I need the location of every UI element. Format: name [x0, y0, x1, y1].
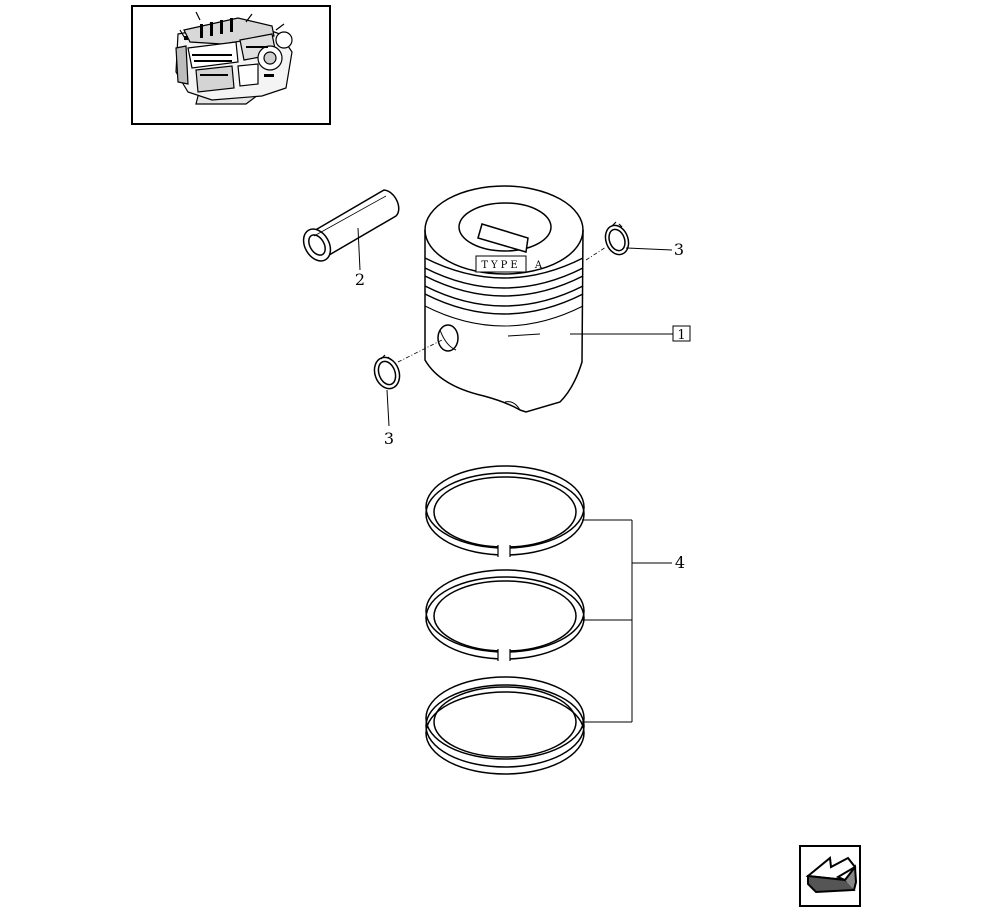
- engine-icon: [175, 11, 293, 105]
- leader-line-pin: [357, 227, 361, 271]
- circlip-right: [604, 221, 630, 256]
- callout-circlip-right: 3: [674, 240, 684, 259]
- piston-ring-top: [425, 465, 585, 558]
- leader-bracket-rings: [582, 519, 672, 723]
- axis-line-left: [397, 339, 443, 363]
- piston-pin: [302, 189, 400, 262]
- callout-piston-box: [672, 325, 691, 342]
- type-label: TYPE: [481, 260, 520, 271]
- leader-line-circlip-right: [625, 247, 673, 251]
- arrow-back-icon: [805, 856, 858, 894]
- type-badge: [475, 255, 527, 273]
- callout-rings: 4: [675, 553, 685, 572]
- axis-line-right: [585, 246, 607, 261]
- piston: [424, 185, 584, 413]
- nav-back-button[interactable]: [799, 845, 861, 907]
- engine-thumbnail[interactable]: [131, 5, 331, 125]
- callout-pin: 2: [355, 270, 365, 289]
- leader-line-circlip-left: [386, 389, 390, 427]
- callout-circlip-left: 3: [384, 429, 394, 448]
- circlip-left: [373, 354, 401, 390]
- callout-piston: 1: [677, 328, 685, 343]
- type-suffix: A: [534, 260, 545, 271]
- piston-ring-middle: [425, 569, 585, 662]
- piston-ring-bottom: [425, 676, 585, 775]
